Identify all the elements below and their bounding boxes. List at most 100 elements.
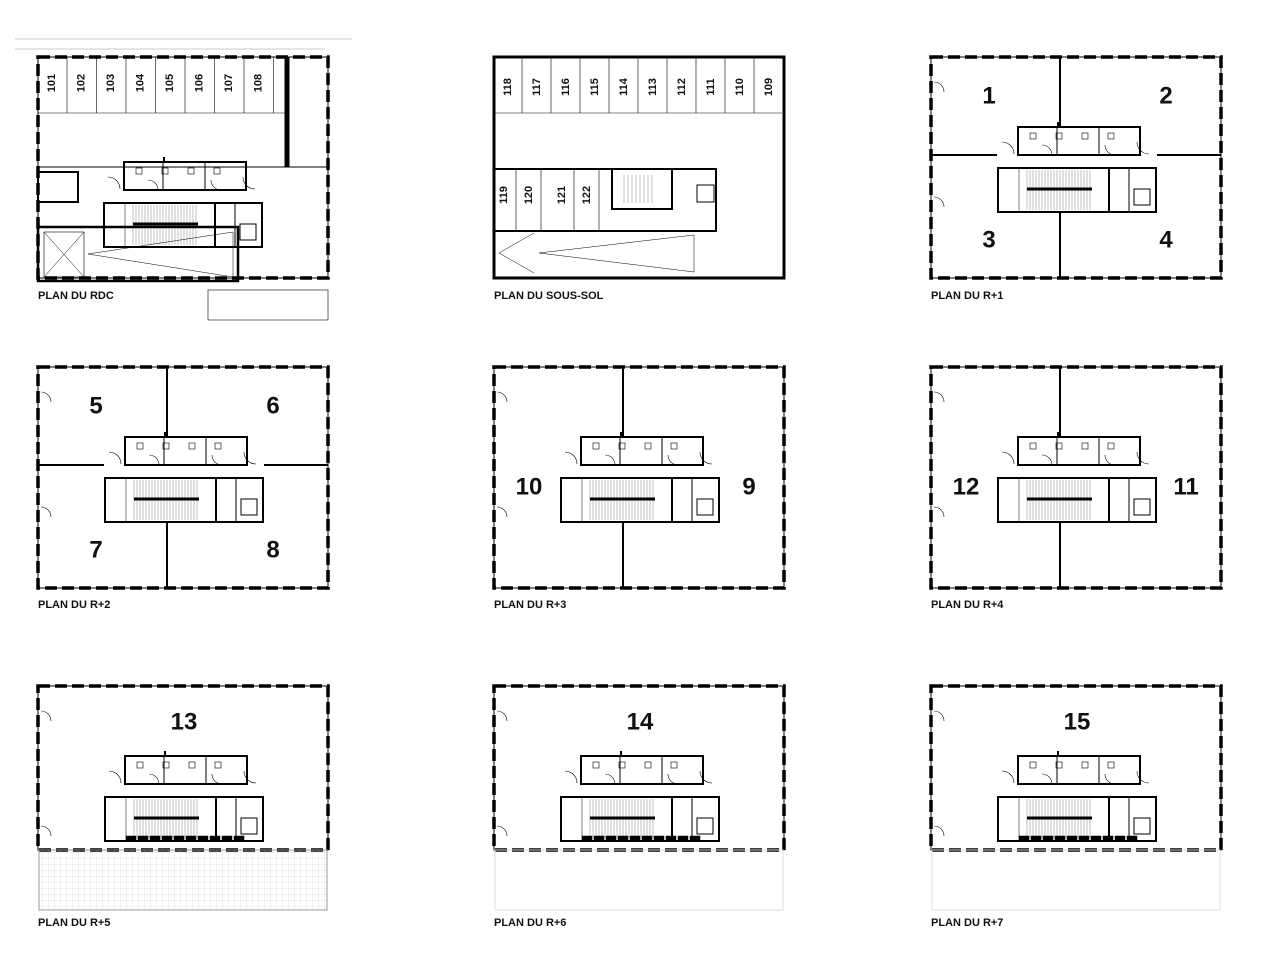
- door-swing-icon: [108, 451, 122, 465]
- plan-title: PLAN DU R+6: [494, 917, 566, 929]
- terrace: [494, 849, 784, 911]
- parking-space-label: 116: [560, 78, 572, 96]
- parking-space-label: 121: [556, 186, 568, 204]
- door-swing-icon: [243, 770, 257, 784]
- planter-block: [1018, 835, 1030, 842]
- door-swing-icon: [1104, 773, 1116, 785]
- door-swing-icon: [1104, 454, 1116, 466]
- facade-wall: [929, 365, 1223, 590]
- door-swing-icon: [933, 391, 945, 403]
- unit-number: 9: [742, 473, 755, 500]
- door-swing-icon: [242, 176, 256, 190]
- sanitary-block: [124, 436, 248, 466]
- plan-title: PLAN DU R+7: [931, 917, 1003, 929]
- stair-core: [560, 477, 720, 523]
- door-swing-icon: [1136, 451, 1150, 465]
- planter-block: [1030, 835, 1042, 842]
- door-swing-icon: [496, 825, 508, 837]
- parking-space-label: 103: [105, 74, 117, 92]
- toilet-icon: [670, 761, 678, 769]
- unit-number: 6: [266, 392, 279, 419]
- lift-icon: [1133, 498, 1151, 516]
- unit-number: 2: [1159, 82, 1172, 109]
- toilet-icon: [592, 761, 600, 769]
- parking-space-label: 106: [193, 74, 205, 92]
- sanitary-block: [580, 755, 704, 785]
- toilet-icon: [135, 167, 143, 175]
- lift-platform: [43, 231, 85, 278]
- toilet-icon: [214, 442, 222, 450]
- planter-block: [605, 835, 617, 842]
- toilet-icon: [214, 761, 222, 769]
- parking-space-label: 111: [705, 78, 717, 95]
- unit-number: 4: [1159, 226, 1173, 253]
- planter-block: [137, 835, 149, 842]
- terrace: [931, 849, 1221, 911]
- door-swing-icon: [604, 454, 616, 466]
- toilet-icon: [188, 761, 196, 769]
- planter-block: [689, 835, 701, 842]
- toilet-icon: [618, 761, 626, 769]
- door-swing-icon: [1136, 770, 1150, 784]
- toilet-icon: [1029, 442, 1037, 450]
- door-swing-icon: [496, 710, 508, 722]
- core-zone: [493, 168, 717, 232]
- toilet-icon: [1107, 761, 1115, 769]
- planter-block: [173, 835, 185, 842]
- sanitary-block: [580, 436, 704, 466]
- toilet-icon: [161, 167, 169, 175]
- door-swing-icon: [699, 451, 713, 465]
- parking-space-label: 105: [164, 74, 176, 92]
- plan-title: PLAN DU R+2: [38, 599, 110, 611]
- terrace: [38, 849, 328, 911]
- toilet-icon: [187, 167, 195, 175]
- door-swing-icon: [148, 773, 160, 785]
- door-swing-icon: [1041, 773, 1053, 785]
- toilet-icon: [1055, 442, 1063, 450]
- planter-block: [125, 835, 137, 842]
- toilet-icon: [644, 761, 652, 769]
- toilet-icon: [1029, 132, 1037, 140]
- door-swing-icon: [1001, 451, 1015, 465]
- unit-number: 5: [89, 392, 102, 419]
- door-swing-icon: [147, 179, 159, 191]
- parking-space-label: 114: [618, 77, 630, 96]
- stair-core: [611, 168, 673, 210]
- planter-block: [209, 835, 221, 842]
- lift-icon: [696, 498, 714, 516]
- facade-wall: [492, 365, 786, 590]
- ramp-arrow-icon: [498, 232, 535, 274]
- door-swing-icon: [40, 391, 52, 403]
- toilet-icon: [670, 442, 678, 450]
- lift-icon: [1133, 817, 1151, 835]
- parking-space-label: 119: [498, 186, 510, 204]
- unit-number: 8: [266, 536, 279, 563]
- parking-space-label: 118: [502, 78, 514, 96]
- lift-icon: [1133, 188, 1151, 206]
- door-swing-icon: [243, 451, 257, 465]
- door-swing-icon: [108, 770, 122, 784]
- door-swing-icon: [496, 506, 508, 518]
- lift-icon: [696, 184, 715, 203]
- parking-space-label: 120: [523, 186, 535, 204]
- unit-number: 15: [1064, 708, 1091, 735]
- planter-block: [677, 835, 689, 842]
- cross-line: [43, 231, 85, 278]
- planter-block: [1102, 835, 1114, 842]
- door-swing-icon: [40, 710, 52, 722]
- parking-space-label: 117: [531, 78, 543, 96]
- plan-title: PLAN DU R+5: [38, 917, 110, 929]
- unit-number: 3: [982, 226, 995, 253]
- stair-core: [997, 167, 1157, 213]
- door-swing-icon: [1104, 144, 1116, 156]
- sanitary-block: [123, 161, 247, 191]
- lift-icon: [240, 817, 258, 835]
- planter-block: [1078, 835, 1090, 842]
- door-swing-icon: [496, 391, 508, 403]
